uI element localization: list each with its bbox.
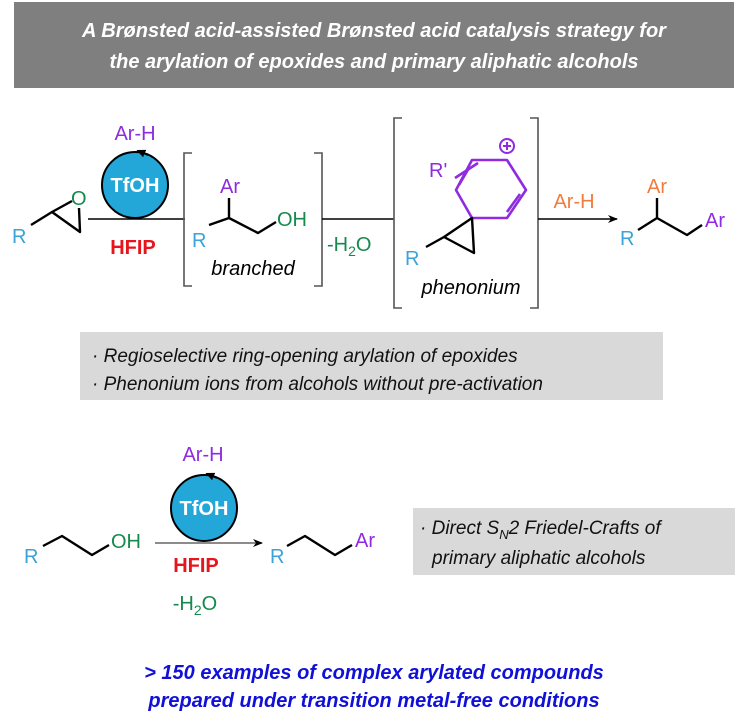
header-banner: A Brønsted acid-assisted Brønsted acid c… [14,2,734,88]
product2-r-label: R [270,546,284,568]
solvent-label: HFIP [110,237,156,259]
branched-ar-label: Ar [220,176,240,198]
footer-line-1: > 150 examples of complex arylated compo… [144,662,604,684]
product2-ar-label: Ar [355,530,375,552]
catalyst-label: TfOH [111,175,160,197]
highlights-box-2: · Direct SN2 Friedel-Crafts of primary a… [413,508,735,575]
highlight-4: primary aliphatic alcohols [431,548,646,569]
catalyst-label-2: TfOH [180,498,229,520]
product-ar2-label: Ar [705,210,725,232]
phenonium-intermediate: R' R phenonium [393,117,539,309]
nucleophile-label: Ar-H [553,191,594,213]
epoxide-structure: R O [12,188,87,248]
footer-line-2: prepared under transition metal-free con… [147,690,599,712]
primary-alcohol-structure: R OH [24,531,141,568]
reagent-label: Ar-H [114,123,155,145]
phenonium-r-prime-label: R' [429,160,447,182]
product-ar1-label: Ar [647,176,667,198]
highlight-3: · Direct SN2 Friedel-Crafts of [420,518,662,542]
diaryl-product: R Ar Ar [620,176,725,250]
cation-charge-icon [499,138,515,154]
header-line-1: A Brønsted acid-assisted Brønsted acid c… [81,20,667,42]
branched-caption: branched [211,258,295,280]
branched-r-label: R [192,230,206,252]
alcohol-oh-label: OH [111,531,141,553]
catalyst-circle [101,151,169,219]
cycle-arrow-icon [136,149,149,158]
alcohol-r-label: R [24,546,38,568]
reagent-label-2: Ar-H [182,444,223,466]
highlight-1: · Regioselective ring-opening arylation … [92,346,518,367]
catalyst-cycle-2: TfOH [170,472,238,542]
epoxide-r-label: R [12,226,26,248]
cycle-arrow-icon-2 [205,472,218,481]
phenonium-caption: phenonium [421,277,521,299]
dehydration-label-2: -H2O [173,593,217,618]
alkylarene-product: R Ar [270,530,375,568]
branched-oh-label: OH [277,209,307,231]
dehydration-label-1: -H2O [327,234,371,259]
epoxide-o-label: O [71,188,87,210]
highlights-box-1: · Regioselective ring-opening arylation … [80,332,663,400]
solvent-label-2: HFIP [173,555,219,577]
phenonium-r-label: R [405,248,419,270]
product-r-label: R [620,228,634,250]
header-line-2: the arylation of epoxides and primary al… [109,51,638,73]
highlight-2: · Phenonium ions from alcohols without p… [92,374,543,395]
branched-intermediate: R Ar OH branched [183,152,323,287]
catalyst-circle-2 [170,474,238,542]
catalyst-cycle-1: TfOH [101,149,169,219]
